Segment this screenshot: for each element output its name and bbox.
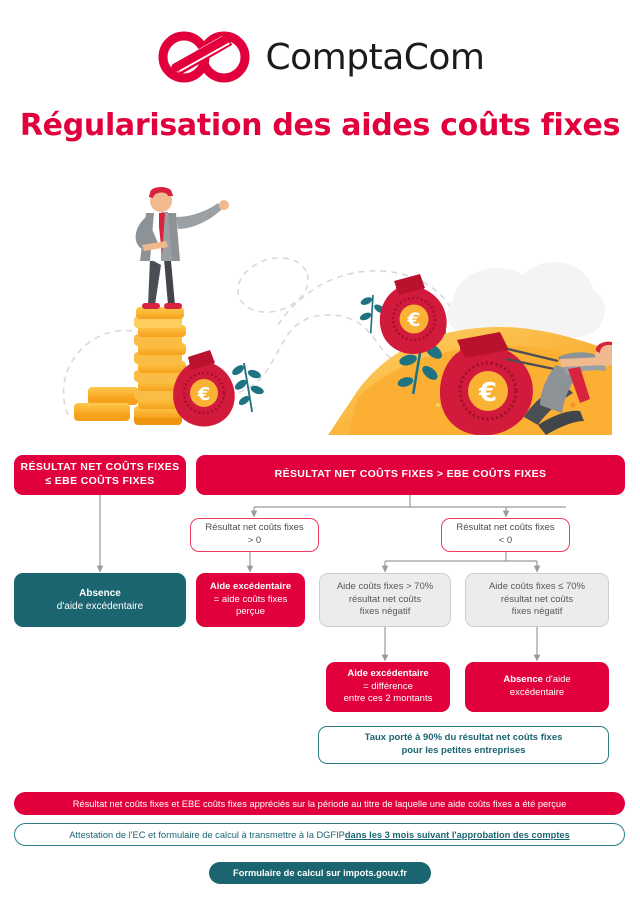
node-rnf-positive[interactable]: Résultat net coûts fixes > 0 xyxy=(190,518,319,552)
businessman-standing-on-coin-stack xyxy=(135,187,229,309)
businessman-pulling-money-bag xyxy=(524,341,612,435)
infinity-logo-icon xyxy=(158,31,249,83)
node-result-gt-ebe[interactable]: RÉSULTAT NET COÛTS FIXES > EBE COÛTS FIX… xyxy=(196,455,625,495)
node-line-1: Absence xyxy=(79,587,121,599)
money-bag-euro-medium: € xyxy=(379,274,447,354)
node-line-1: Résultat net coûts fixes xyxy=(205,522,304,534)
footer-note-period-text: Résultat net coûts fixes et EBE coûts fi… xyxy=(72,798,567,809)
footer-note-deadline-plain: Attestation de l'EC et formulaire de cal… xyxy=(69,829,345,840)
node-line-2: < 0 xyxy=(498,535,513,546)
node-line-3: entre ces 2 montants xyxy=(343,693,433,705)
brand-name: ComptaCom xyxy=(265,36,486,78)
brand-header: ComptaCom xyxy=(0,26,640,88)
page-title: Régularisation des aides coûts fixes xyxy=(19,108,621,143)
node-line-1: Aide excédentaire xyxy=(347,668,429,680)
node-line-1: Aide coûts fixes > 70% xyxy=(336,581,434,593)
node-line-2: pour les petites entreprises xyxy=(401,745,526,756)
svg-text:€: € xyxy=(197,384,211,405)
footer-note-period: Résultat net coûts fixes et EBE coûts fi… xyxy=(14,792,625,815)
cta-label: Formulaire de calcul sur impots.gouv.fr xyxy=(233,868,407,878)
node-line-2: d'aide excédentaire xyxy=(56,601,144,612)
node-aide-excedentaire-percue[interactable]: Aide excédentaire = aide coûts fixes per… xyxy=(196,573,305,627)
node-line-2: résultat net coûts xyxy=(348,593,422,605)
node-line-2: résultat net coûts xyxy=(500,593,574,605)
svg-text:€: € xyxy=(478,378,497,408)
node-line-2: > 0 xyxy=(247,535,262,546)
node-aide-gt-70[interactable]: Aide coûts fixes > 70% résultat net coût… xyxy=(319,573,451,627)
node-line-3: fixes négatif xyxy=(359,606,411,618)
svg-text:€: € xyxy=(406,309,420,331)
footer-note-deadline: Attestation de l'EC et formulaire de cal… xyxy=(14,823,625,846)
node-absence-right[interactable]: Absence d'aide excédentaire xyxy=(465,662,609,712)
node-line-2: = aide coûts fixes xyxy=(213,593,288,605)
node-line-1: Taux porté à 90% du résultat net coûts f… xyxy=(364,732,563,744)
money-bag-euro-small: € xyxy=(173,350,235,427)
money-bag-euro-large: € xyxy=(439,332,560,435)
node-absence-left[interactable]: Absence d'aide excédentaire xyxy=(14,573,186,627)
node-line-2: excédentaire xyxy=(509,687,565,698)
node-line-3: perçue xyxy=(235,606,266,618)
node-rnf-negative[interactable]: Résultat net coûts fixes < 0 xyxy=(441,518,570,552)
node-line-1-strong: Absence xyxy=(503,674,543,686)
node-line-1: RÉSULTAT NET COÛTS FIXES > EBE COÛTS FIX… xyxy=(274,468,547,481)
cloud-shape xyxy=(446,262,605,337)
hero-illustration: € € € xyxy=(62,187,612,435)
node-line-3: fixes négatif xyxy=(511,606,563,618)
node-aide-excedentaire-difference[interactable]: Aide excédentaire = différence entre ces… xyxy=(326,662,450,712)
decision-flowchart: RÉSULTAT NET COÛTS FIXES ≤ EBE COÛTS FIX… xyxy=(0,445,640,785)
node-line-1-rest: d'aide xyxy=(542,674,571,686)
node-line-2: = différence xyxy=(363,680,413,692)
node-line-1: Absence d'aide xyxy=(503,674,570,687)
node-line-1: Aide excédentaire xyxy=(209,581,292,593)
cta-formulaire-impots-button[interactable]: Formulaire de calcul sur impots.gouv.fr xyxy=(209,862,431,884)
node-line-1: RÉSULTAT NET COÛTS FIXES xyxy=(20,461,180,474)
coin-stack xyxy=(74,307,186,425)
node-aide-lte-70[interactable]: Aide coûts fixes ≤ 70% résultat net coût… xyxy=(465,573,609,627)
footer-note-deadline-bold: dans les 3 mois suivant l'approbation de… xyxy=(344,829,570,840)
node-line-1: Aide coûts fixes ≤ 70% xyxy=(488,581,586,593)
node-taux-90-pme[interactable]: Taux porté à 90% du résultat net coûts f… xyxy=(318,726,609,764)
node-line-2: ≤ EBE COÛTS FIXES xyxy=(45,475,155,487)
node-line-1: Résultat net coûts fixes xyxy=(456,522,555,534)
node-result-lte-ebe[interactable]: RÉSULTAT NET COÛTS FIXES ≤ EBE COÛTS FIX… xyxy=(14,455,186,495)
